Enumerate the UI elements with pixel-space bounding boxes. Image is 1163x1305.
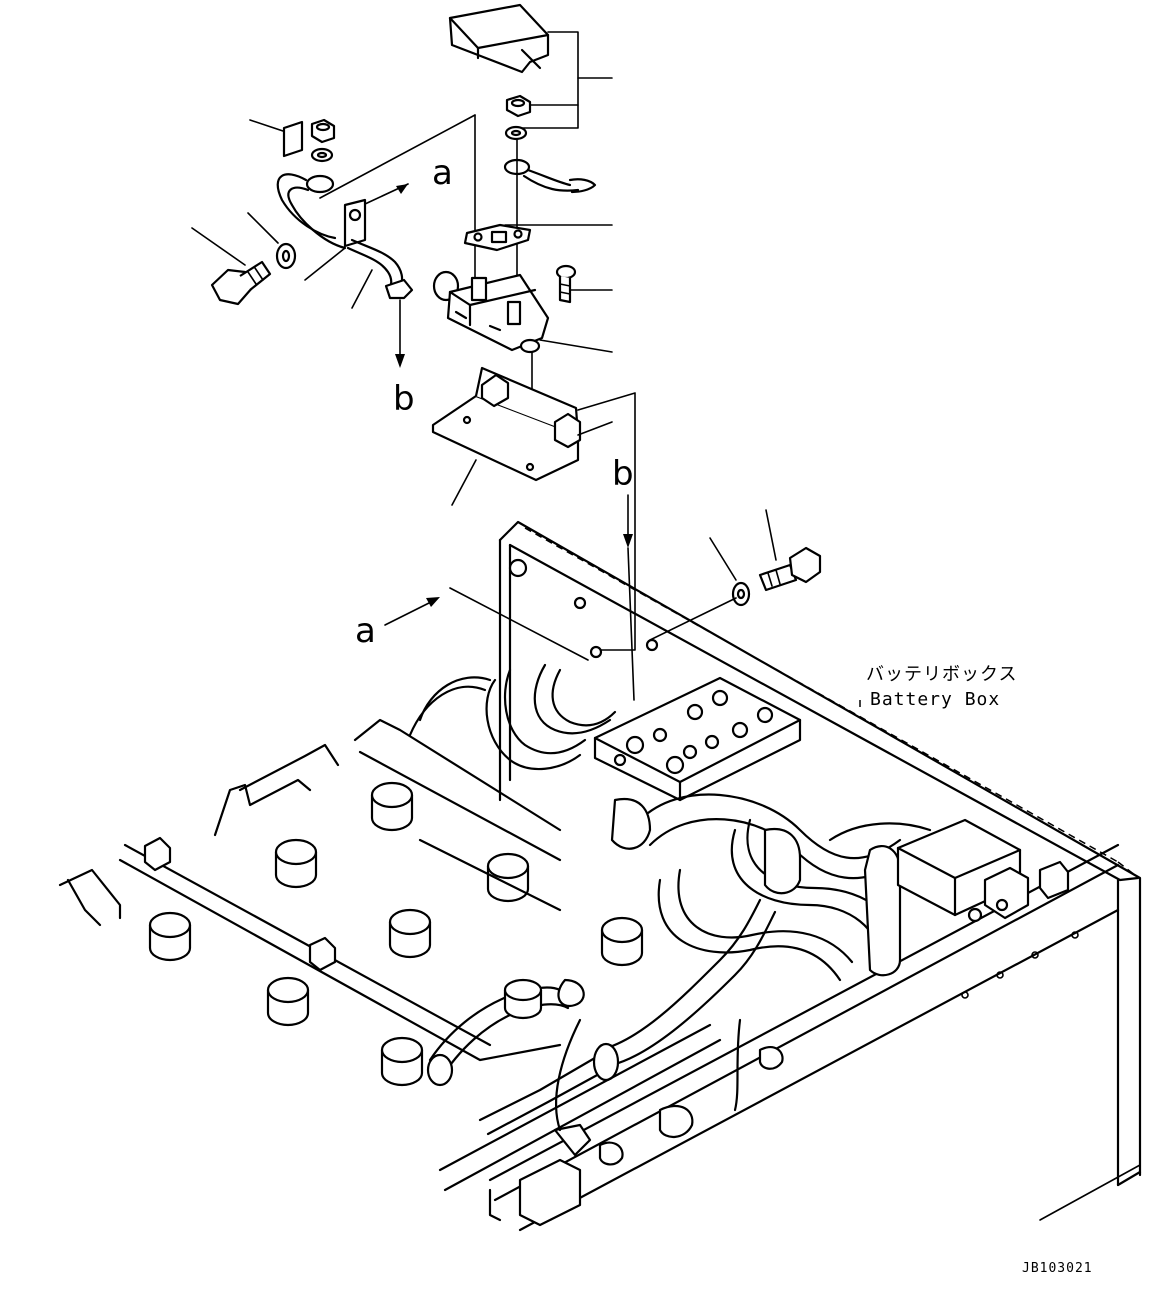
mounting-bracket (431, 366, 636, 651)
callout-a-lower: a (355, 611, 376, 651)
screw (555, 264, 577, 304)
ground-cable (276, 173, 414, 300)
battery-box-label: バッテリボックス Battery Box (866, 664, 1017, 710)
battery-box-dashed-outline (524, 527, 1136, 876)
fuse-box-cover (448, 3, 550, 74)
drawing-code: JB103021 (1022, 1261, 1093, 1276)
callout-b-lower: b (612, 454, 634, 494)
relay-box (896, 818, 1070, 923)
fuse-holder (432, 270, 550, 354)
washer-left (310, 147, 334, 163)
view-arrow-a-lower: a (355, 587, 589, 661)
nut-top (505, 94, 532, 118)
battery-terminals (148, 781, 644, 1087)
fuse-block (593, 676, 802, 802)
battery-rails (58, 718, 722, 1192)
callout-a-upper: a (432, 153, 453, 193)
leader-lines-top-right (504, 31, 613, 353)
view-arrow-b-lower: b (612, 454, 635, 701)
flag-tag (282, 120, 304, 158)
battery-cables (408, 663, 932, 1136)
bolt-left (210, 260, 272, 306)
battery-box-label-jp: バッテリボックス (866, 664, 1017, 685)
callout-b-upper: b (393, 379, 415, 419)
leader-lines-right (709, 509, 777, 581)
fuse-plate (463, 223, 532, 252)
view-arrow-a-upper: a (364, 153, 453, 205)
bolt-right (649, 546, 822, 641)
washer-right (731, 581, 751, 607)
cable-terminal-upper (503, 158, 597, 194)
nut-left (310, 118, 336, 144)
washer-bolt (275, 242, 297, 270)
lower-components (488, 1018, 784, 1227)
battery-box-label-en: Battery Box (870, 689, 1000, 710)
view-arrow-b-upper: b (393, 299, 415, 419)
washer-top (504, 125, 528, 141)
